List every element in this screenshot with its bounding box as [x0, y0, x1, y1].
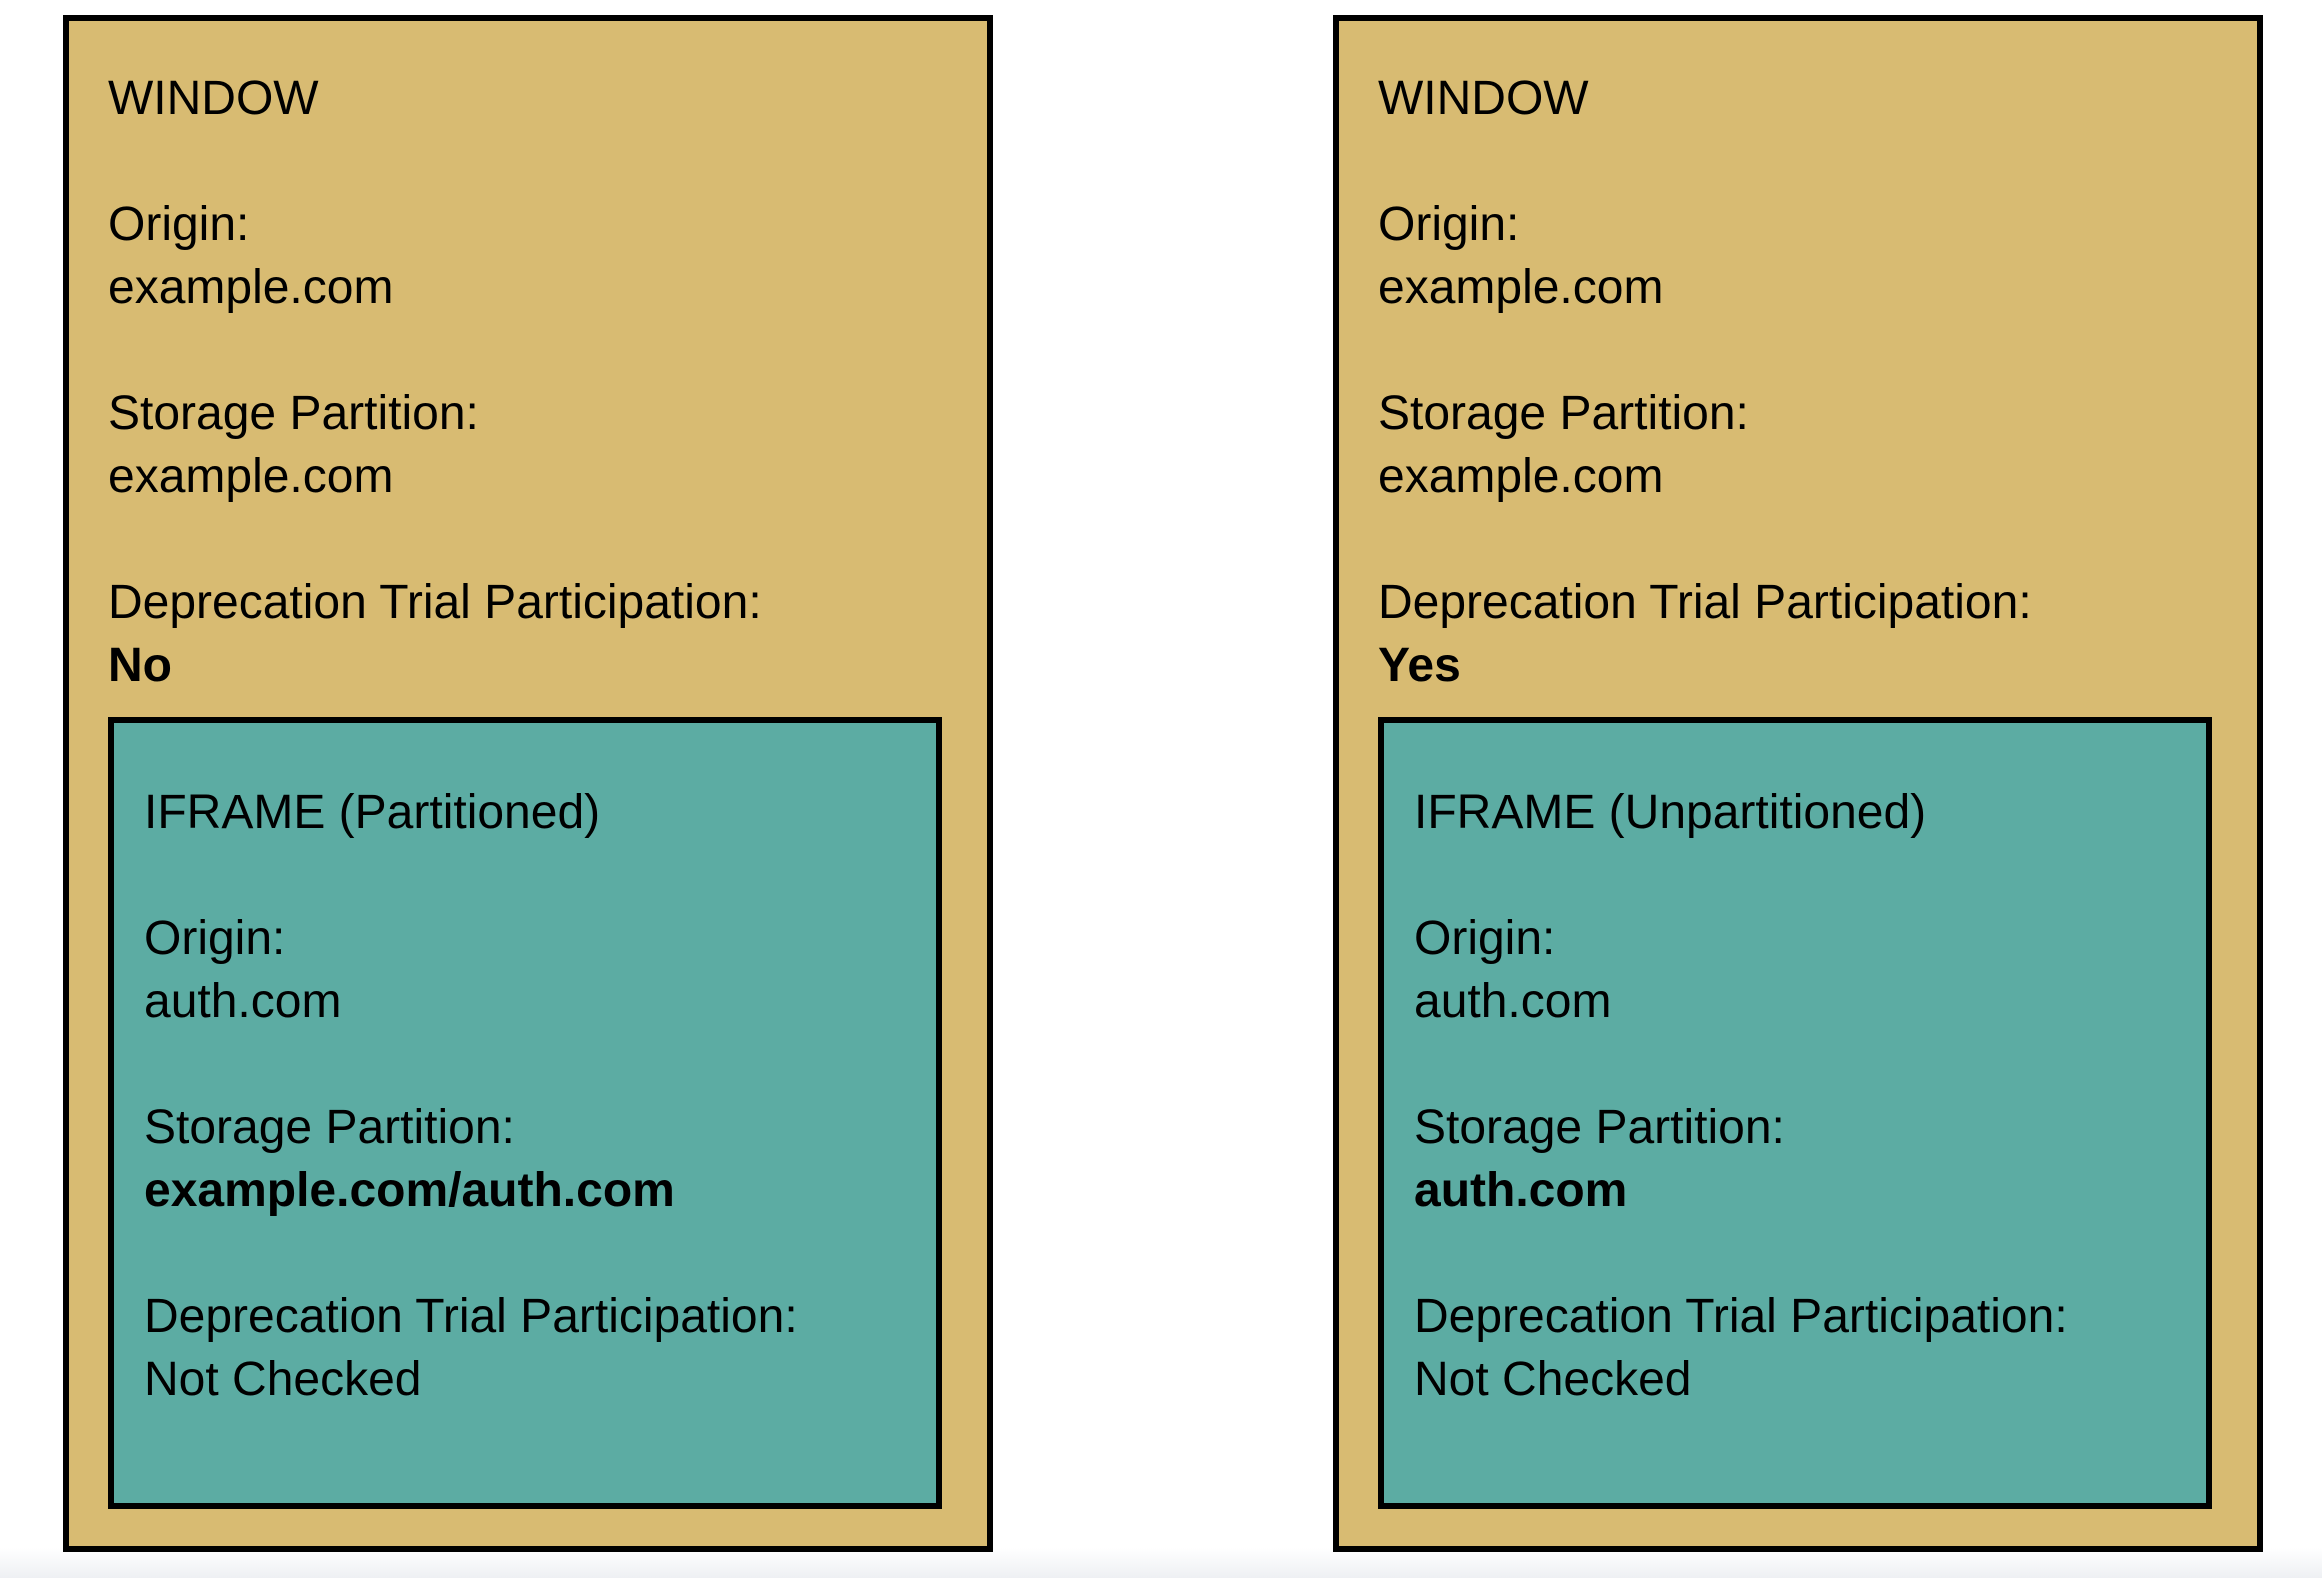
- iframe-storage-partition-value: auth.com: [1414, 1164, 1628, 1217]
- deprecation-trial-field: Deprecation Trial Participation: No: [108, 571, 947, 697]
- iframe-deprecation-trial-value: Not Checked: [144, 1353, 422, 1406]
- window-box-with-trial: WINDOW Origin: example.com Storage Parti…: [1333, 15, 2263, 1552]
- iframe-box-partitioned: IFRAME (Partitioned) Origin: auth.com St…: [108, 717, 942, 1509]
- storage-partition-label: Storage Partition:: [1378, 387, 1749, 440]
- iframe-storage-partition-label: Storage Partition:: [1414, 1101, 1785, 1154]
- window-title: WINDOW: [1378, 72, 1589, 125]
- origin-label: Origin:: [108, 198, 250, 251]
- deprecation-trial-label: Deprecation Trial Participation:: [1378, 576, 2032, 629]
- iframe-deprecation-trial-value: Not Checked: [1414, 1353, 1692, 1406]
- window-box-no-trial: WINDOW Origin: example.com Storage Parti…: [63, 15, 993, 1552]
- deprecation-trial-label: Deprecation Trial Participation:: [108, 576, 762, 629]
- iframe-origin-value: auth.com: [144, 975, 342, 1028]
- storage-partition-value: example.com: [1378, 450, 1664, 503]
- storage-partition-value: example.com: [108, 450, 394, 503]
- iframe-title: IFRAME (Partitioned): [144, 786, 601, 839]
- origin-label: Origin:: [1378, 198, 1520, 251]
- iframe-deprecation-trial-field: Deprecation Trial Participation: Not Che…: [1414, 1285, 2176, 1411]
- deprecation-trial-value: No: [108, 639, 172, 692]
- iframe-deprecation-trial-label: Deprecation Trial Participation:: [1414, 1290, 2068, 1343]
- iframe-origin-field: Origin: auth.com: [144, 907, 906, 1033]
- iframe-title: IFRAME (Unpartitioned): [1414, 786, 1927, 839]
- origin-value: example.com: [108, 261, 394, 314]
- iframe-origin-field: Origin: auth.com: [1414, 907, 2176, 1033]
- storage-partition-label: Storage Partition:: [108, 387, 479, 440]
- iframe-storage-partition-value: example.com/auth.com: [144, 1164, 675, 1217]
- iframe-origin-value: auth.com: [1414, 975, 1612, 1028]
- iframe-storage-partition-field: Storage Partition: auth.com: [1414, 1096, 2176, 1222]
- storage-partition-field: Storage Partition: example.com: [108, 382, 947, 508]
- iframe-box-unpartitioned: IFRAME (Unpartitioned) Origin: auth.com …: [1378, 717, 2212, 1509]
- iframe-deprecation-trial-field: Deprecation Trial Participation: Not Che…: [144, 1285, 906, 1411]
- window-title: WINDOW: [108, 72, 319, 125]
- origin-field: Origin: example.com: [108, 193, 947, 319]
- deprecation-trial-value: Yes: [1378, 639, 1461, 692]
- deprecation-trial-field: Deprecation Trial Participation: Yes: [1378, 571, 2217, 697]
- storage-partition-field: Storage Partition: example.com: [1378, 382, 2217, 508]
- iframe-storage-partition-field: Storage Partition: example.com/auth.com: [144, 1096, 906, 1222]
- origin-value: example.com: [1378, 261, 1664, 314]
- iframe-deprecation-trial-label: Deprecation Trial Participation:: [144, 1290, 798, 1343]
- origin-field: Origin: example.com: [1378, 193, 2217, 319]
- iframe-storage-partition-label: Storage Partition:: [144, 1101, 515, 1154]
- iframe-origin-label: Origin:: [1414, 912, 1556, 965]
- iframe-origin-label: Origin:: [144, 912, 286, 965]
